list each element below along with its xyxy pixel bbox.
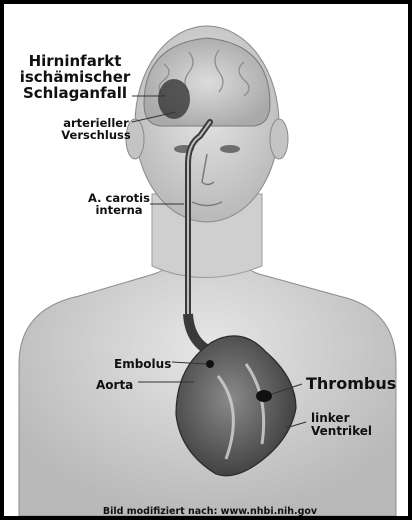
infarct-area <box>158 79 190 119</box>
label-infarct-line-3: Schlaganfall <box>14 86 136 102</box>
label-carotid-line-2: interna <box>84 204 154 216</box>
label-ventricle: linker Ventrikel <box>311 412 372 437</box>
label-occlusion-line-2: Verschluss <box>57 129 135 141</box>
label-thrombus: Thrombus <box>306 376 396 393</box>
eye-right <box>220 145 240 153</box>
label-ventricle-line-1: linker <box>311 412 372 425</box>
image-credit: Bild modifiziert nach: www.nhbi.nih.gov <box>4 507 412 517</box>
label-infarct: Hirninfarkt ischämischer Schlaganfall <box>14 54 136 101</box>
label-ventricle-line-2: Ventrikel <box>311 425 372 438</box>
embolus <box>206 360 214 368</box>
label-carotid: A. carotis interna <box>84 192 154 216</box>
thrombus <box>256 390 272 402</box>
label-aorta: Aorta <box>96 379 133 392</box>
label-occlusion: arterieller Verschluss <box>57 117 135 141</box>
label-embolus: Embolus <box>114 358 171 371</box>
ear-right <box>270 119 288 159</box>
